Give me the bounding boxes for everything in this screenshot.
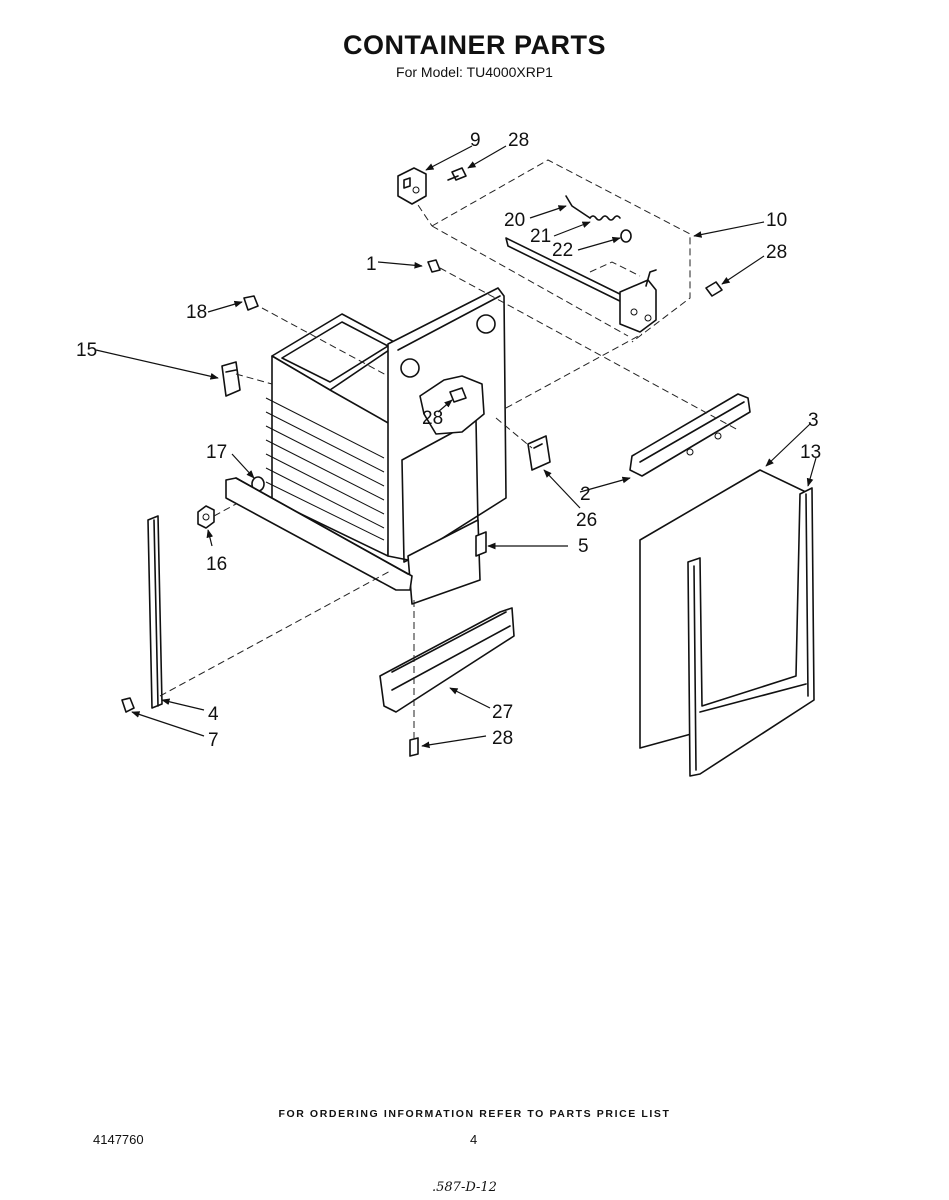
container-body-part-5: [265, 287, 507, 605]
callout-1: 1: [366, 254, 377, 275]
callout-28-right: 28: [766, 242, 787, 263]
callout-3: 3: [808, 410, 819, 431]
callout-22: 22: [552, 240, 573, 261]
screw-part-28-bottom: [409, 737, 419, 757]
screw-part-18: [243, 295, 259, 311]
nut-part-16: [197, 505, 215, 529]
trim-strip-part-4: [147, 515, 163, 709]
callout-17: 17: [206, 442, 227, 463]
handwritten-note: .587-D-12: [432, 1180, 497, 1195]
screw-part-7: [121, 697, 135, 713]
leader-arrows: [95, 145, 817, 749]
callout-20: 20: [504, 210, 525, 231]
callout-28-bottom: 28: [492, 728, 513, 749]
screw-part-28-top: [447, 167, 467, 181]
front-rail: [225, 477, 413, 591]
ordering-info-note: FOR ORDERING INFORMATION REFER TO PARTS …: [278, 1108, 671, 1120]
spring-part-21: [589, 215, 621, 221]
callout-28-top: 28: [508, 130, 529, 151]
screw-part-28-right: [705, 281, 723, 297]
callout-15: 15: [76, 340, 97, 361]
callout-13: 13: [800, 442, 821, 463]
callout-9: 9: [470, 130, 481, 151]
screw-part-1: [427, 259, 441, 273]
model-subtitle: For Model: TU4000XRP1: [396, 64, 553, 80]
callout-5: 5: [578, 536, 589, 557]
page-title: CONTAINER PARTS: [343, 30, 606, 60]
callout-4: 4: [208, 704, 219, 725]
callout-2: 2: [580, 484, 591, 505]
clip-part-15: [221, 361, 241, 397]
clip-part-26: [527, 435, 551, 471]
gasket-frame-part-13: [687, 487, 815, 777]
screw-part-28-container: [449, 387, 467, 403]
page-number: 4: [470, 1132, 478, 1147]
document-number: 4147760: [93, 1132, 144, 1147]
slide-rail-part-10: [505, 237, 657, 333]
side-rail-part-2: [629, 393, 751, 477]
callout-21: 21: [530, 226, 551, 247]
callout-10: 10: [766, 210, 787, 231]
rod-part-20: [565, 195, 591, 219]
callout-28-container: 28: [422, 408, 443, 429]
toe-plate-part-27: [379, 607, 515, 713]
callout-7: 7: [208, 730, 219, 751]
bracket-part-9: [397, 167, 427, 205]
callout-16: 16: [206, 554, 227, 575]
callout-26: 26: [576, 510, 597, 531]
callout-27: 27: [492, 702, 513, 723]
callout-18: 18: [186, 302, 207, 323]
assembly-lines: [159, 267, 739, 740]
washer-part-22: [620, 229, 632, 243]
callout-labels: 9 28 20 21 22 10 28 1 18 15 28 3 13 17 2…: [76, 130, 821, 751]
